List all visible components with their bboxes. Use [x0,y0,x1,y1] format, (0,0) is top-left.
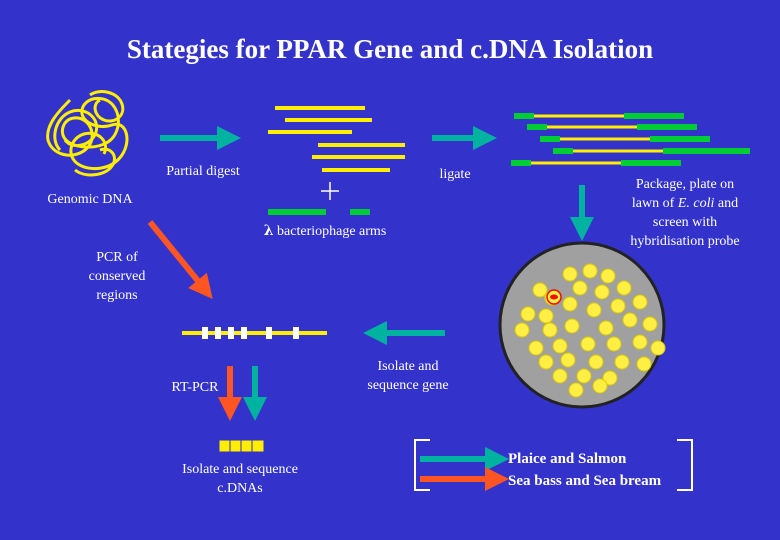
isolate-cdna-line-1: Isolate and sequence [182,462,298,477]
pcr-line-3: regions [96,288,138,303]
genomic-dna-icon [46,90,129,177]
plus-icon [321,182,339,200]
gene-with-exons [182,327,327,339]
rt-pcr-label: RT-PCR [171,380,219,395]
ligate-label: ligate [439,167,471,182]
lambda-symbol: λ [263,223,274,239]
petri-plate-icon [498,241,666,409]
lambda-arms-label: λ bacteriophage arms [240,222,410,241]
package-label: Package, plate on lawn of E. coli and sc… [610,175,760,251]
e-coli-text: E. coli [677,196,715,211]
legend-bracket [414,439,693,491]
isolate-gene-line-1: Isolate and [377,359,439,374]
cdna-blocks [218,439,265,453]
legend-orange-label: Sea bass and Sea bream [508,473,662,489]
isolate-cdna-label: Isolate and sequence c.DNAs [160,460,320,498]
legend-text: Plaice and Salmon Sea bass and Sea bream [508,448,698,492]
pcr-line-1: PCR of [96,250,138,265]
arrow-pcr [147,220,213,299]
package-line-4: hybridisation probe [630,234,740,249]
isolate-gene-line-2: sequence gene [367,378,449,393]
pcr-label: PCR of conserved regions [72,248,162,305]
genomic-dna-label: Genomic DNA [47,192,133,207]
package-line-3: screen with [652,215,718,230]
package-line-2-post: and [714,196,739,211]
legend-teal-label: Plaice and Salmon [508,451,627,467]
package-line-2: lawn of E. coli and [610,194,760,213]
slide-title: Stategies for PPAR Gene and c.DNA Isolat… [126,34,654,64]
package-line-2-pre: lawn of [631,196,678,211]
isolate-gene-label: Isolate and sequence gene [348,357,468,395]
pcr-line-2: conserved [88,269,146,284]
partial-digest-label: Partial digest [166,164,240,179]
bacteriophage-arms-text: bacteriophage arms [277,224,387,239]
recombinant-constructs [511,113,750,166]
package-line-1: Package, plate on [635,177,735,192]
dna-fragments [268,106,405,172]
isolate-cdna-line-2: c.DNAs [217,481,263,496]
